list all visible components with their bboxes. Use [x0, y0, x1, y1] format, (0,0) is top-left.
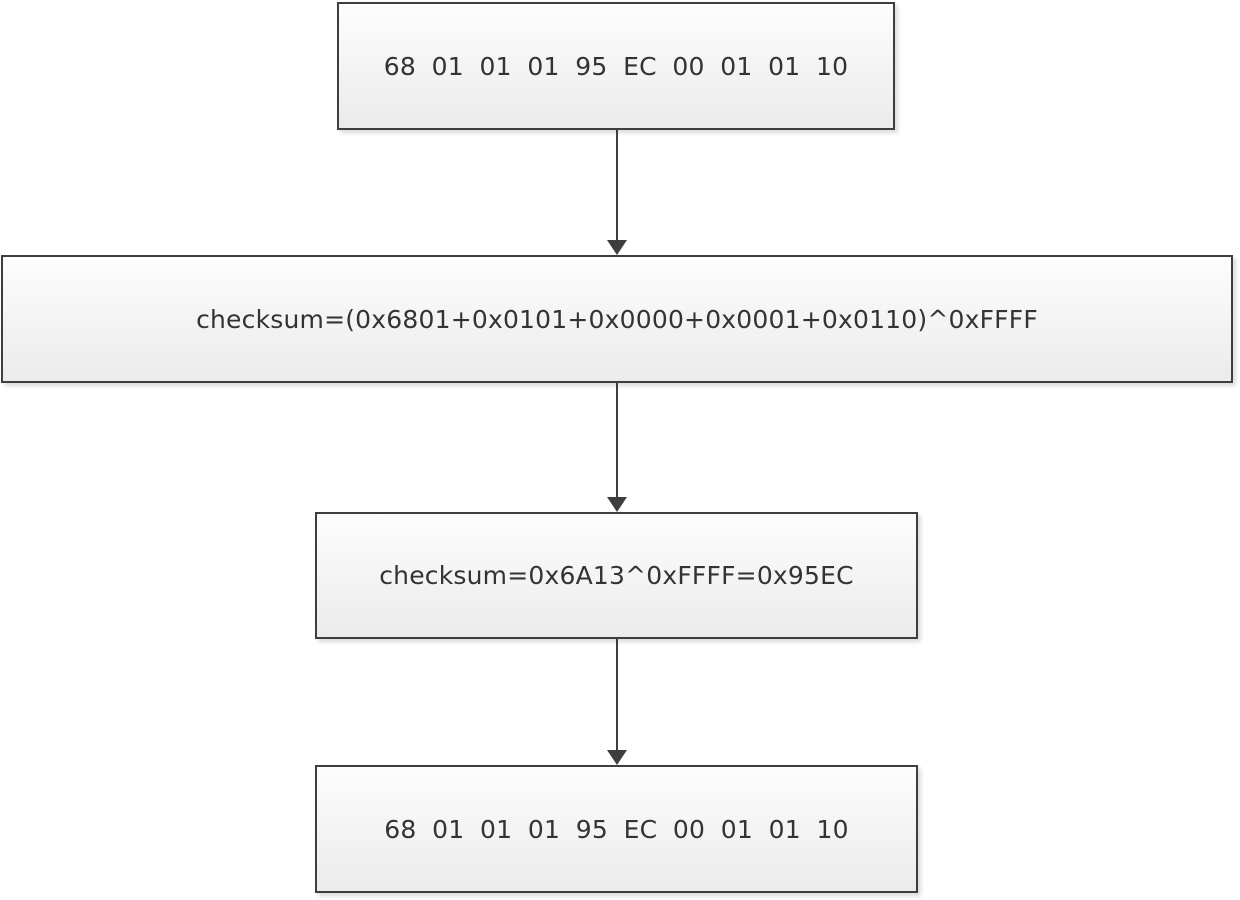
- flow-box-packet-bottom: 68 01 01 01 95 EC 00 01 01 10: [315, 765, 918, 893]
- arrow-connector-3: [607, 639, 627, 765]
- flow-box-checksum-formula: checksum=(0x6801+0x0101+0x0000+0x0001+0x…: [1, 255, 1233, 383]
- arrow-down-icon: [607, 497, 627, 512]
- packet-bytes-top-label: 68 01 01 01 95 EC 00 01 01 10: [383, 51, 849, 81]
- arrow-down-icon: [607, 240, 627, 255]
- arrow-line: [616, 130, 618, 243]
- flow-box-packet-top: 68 01 01 01 95 EC 00 01 01 10: [337, 2, 895, 130]
- arrow-connector-2: [607, 383, 627, 512]
- flow-box-checksum-result: checksum=0x6A13^0xFFFF=0x95EC: [315, 512, 918, 639]
- arrow-down-icon: [607, 750, 627, 765]
- arrow-connector-1: [607, 130, 627, 255]
- packet-bytes-bottom-label: 68 01 01 01 95 EC 00 01 01 10: [384, 814, 849, 844]
- checksum-result-label: checksum=0x6A13^0xFFFF=0x95EC: [379, 561, 854, 590]
- checksum-formula-label: checksum=(0x6801+0x0101+0x0000+0x0001+0x…: [196, 304, 1038, 334]
- arrow-line: [616, 639, 618, 753]
- arrow-line: [616, 383, 618, 500]
